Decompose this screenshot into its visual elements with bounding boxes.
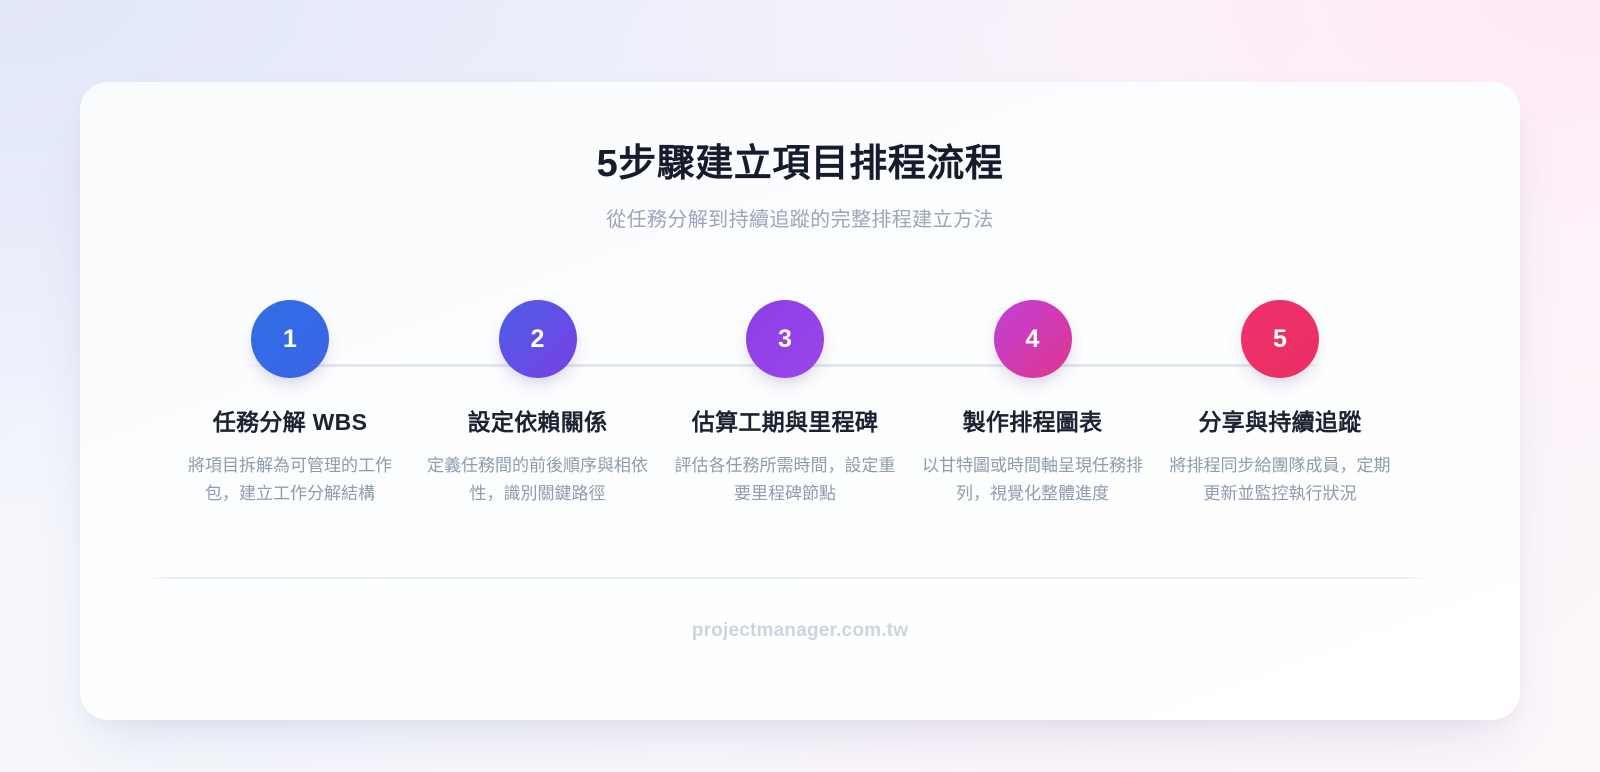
page-subtitle: 從任務分解到持續追蹤的完整排程建立方法 <box>606 208 994 231</box>
timeline-step-4[interactable]: 4 製作排程圖表 以甘特圖或時間軸呈現任務排列，視覺化整體進度 <box>911 300 1155 508</box>
steps-timeline: 1 任務分解 WBS 將項目拆解為可管理的工作包，建立工作分解結構 2 設定依賴… <box>80 300 1520 550</box>
step-number-badge-2: 2 <box>498 300 577 378</box>
card-footer: projectmanager.com.tw <box>80 620 1520 642</box>
footer-divider <box>145 577 1430 579</box>
steps-list: 1 任務分解 WBS 將項目拆解為可管理的工作包，建立工作分解結構 2 設定依賴… <box>168 300 1402 508</box>
step-number-3: 3 <box>778 324 792 353</box>
step-description-5: 將排程同步給團隊成員，定期更新並監控執行狀況 <box>1169 456 1391 503</box>
timeline-step-5[interactable]: 5 分享與持續追蹤 將排程同步給團隊成員，定期更新並監控執行狀況 <box>1158 300 1402 508</box>
infographic-card: 5步驟建立項目排程流程 從任務分解到持續追蹤的完整排程建立方法 1 任務分解 W… <box>80 82 1520 720</box>
step-number-badge-4: 4 <box>993 300 1072 378</box>
step-description-2: 定義任務間的前後順序與相依性，識別關鍵路徑 <box>427 456 648 503</box>
step-description-4: 以甘特圖或時間軸呈現任務排列，視覺化整體進度 <box>922 456 1143 503</box>
page-title: 5步驟建立項目排程流程 <box>596 143 1004 185</box>
step-description-3: 評估各任務所需時間，設定重要里程碑節點 <box>674 456 896 503</box>
step-title-5: 分享與持續追蹤 <box>1198 409 1362 435</box>
footer-wordmark: projectmanager.com.tw <box>691 620 909 641</box>
step-title-1: 任務分解 WBS <box>212 409 368 435</box>
step-number-1: 1 <box>283 324 297 353</box>
timeline-step-2[interactable]: 2 設定依賴關係 定義任務間的前後順序與相依性，識別關鍵路徑 <box>416 300 660 508</box>
step-number-4: 4 <box>1025 324 1040 353</box>
timeline-step-3[interactable]: 3 估算工期與里程碑 評估各任務所需時間，設定重要里程碑節點 <box>663 300 907 508</box>
step-title-4: 製作排程圖表 <box>962 409 1103 435</box>
step-number-badge-3: 3 <box>746 300 824 378</box>
step-title-3: 估算工期與里程碑 <box>691 409 879 435</box>
step-number-2: 2 <box>530 324 545 353</box>
step-number-badge-1: 1 <box>251 300 329 378</box>
card-header: 5步驟建立項目排程流程 從任務分解到持續追蹤的完整排程建立方法 <box>80 143 1520 232</box>
step-number-badge-5: 5 <box>1241 300 1319 378</box>
timeline-step-1[interactable]: 1 任務分解 WBS 將項目拆解為可管理的工作包，建立工作分解結構 <box>168 300 412 508</box>
step-number-5: 5 <box>1273 324 1287 353</box>
step-description-1: 將項目拆解為可管理的工作包，建立工作分解結構 <box>188 456 392 503</box>
step-title-2: 設定依賴關係 <box>467 409 608 435</box>
